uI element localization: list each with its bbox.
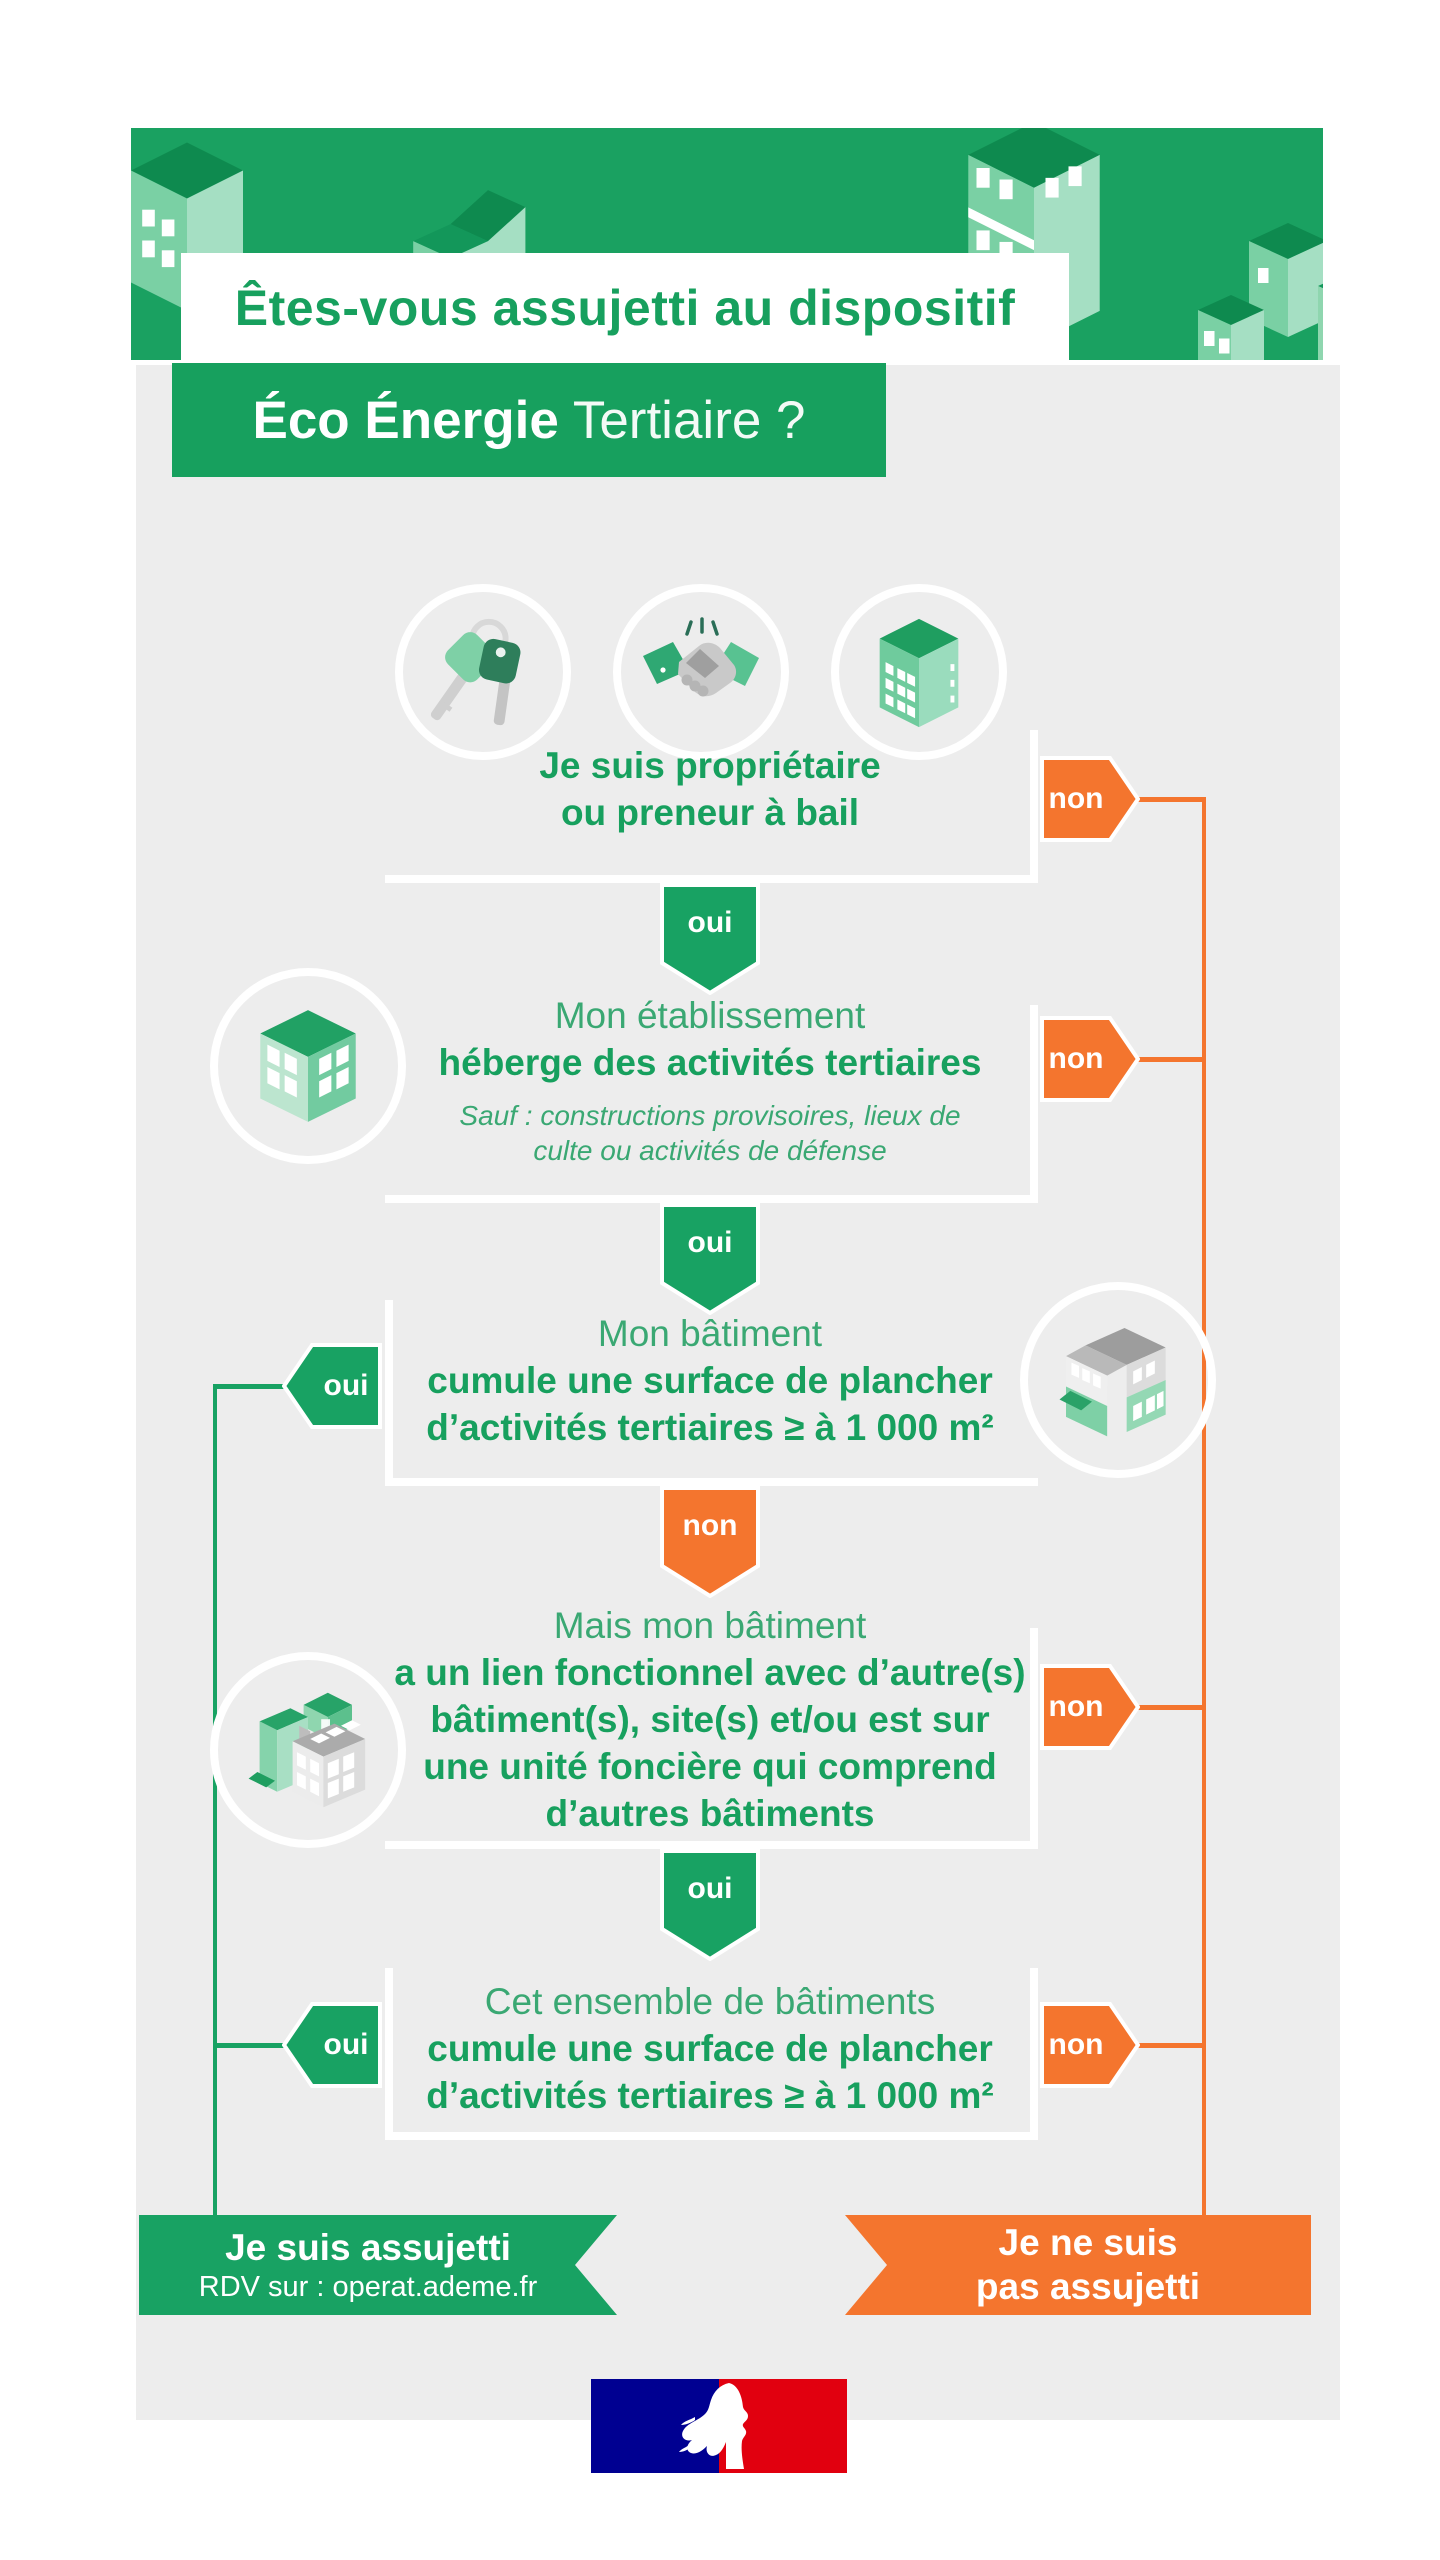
owner-icon-circle [395, 584, 571, 760]
bracket-q5-left [385, 1968, 393, 2140]
building-group-icon-circle [210, 1652, 406, 1848]
yes-badge-label: oui [687, 1226, 733, 1259]
bracket-q4-bottom [385, 1841, 1038, 1849]
no-badge-q5: non [1040, 2002, 1140, 2088]
question-3-statement: cumule une surface de plancher [427, 1360, 993, 1401]
bracket-q4-right [1030, 1628, 1038, 1849]
question-1-line: ou preneur à bail [560, 792, 860, 833]
yes-badge-label: oui [687, 1872, 733, 1905]
question-2-note: Sauf : constructions provisoires, lieux … [459, 1100, 961, 1131]
connector-q5-yes [213, 2043, 285, 2048]
question-4-intro: Mais mon bâtiment [553, 1605, 867, 1646]
question-5: Cet ensemble de bâtiments cumule une sur… [385, 1978, 1035, 2119]
title-question: Êtes-vous assujetti au dispositif [234, 280, 1016, 336]
question-2: Mon établissement héberge des activités … [385, 992, 1035, 1168]
building-illustration [131, 142, 243, 311]
outcome-not-subject-banner: Je ne suis pas assujetti [845, 2215, 1311, 2315]
question-4-statement: une unité foncière qui comprend [423, 1746, 997, 1787]
factory-buildings-icon [248, 1692, 366, 1808]
connector-q5-no [1136, 2043, 1206, 2048]
question-2-statement: héberge des activités tertiaires [438, 1042, 982, 1083]
bracket-q3-left [385, 1300, 393, 1486]
question-3-intro: Mon bâtiment [597, 1313, 823, 1354]
yes-badge-label: oui [687, 906, 733, 939]
bracket-q1-right [1030, 730, 1038, 883]
building-icon-circle [831, 584, 1007, 760]
no-badge-label: non [1048, 782, 1104, 815]
connector-q2-no [1136, 1057, 1206, 1062]
question-4-statement: bâtiment(s), site(s) et/ou est sur [430, 1699, 990, 1740]
brand-suffix: Tertiaire ? [572, 390, 806, 450]
connector-q1-no [1136, 797, 1206, 802]
yes-badge-label: oui [323, 2028, 369, 2061]
no-badge-q3: non [660, 1486, 760, 1598]
question-4-statement: d’autres bâtiments [545, 1793, 875, 1834]
question-1: Je suis propriétaire ou preneur à bail [385, 742, 1035, 836]
brand-banner: Éco Énergie Tertiaire ? [172, 363, 886, 477]
title-banner: Êtes-vous assujetti au dispositif [181, 253, 1069, 363]
question-4-statement: a un lien fonctionnel avec d’autre(s) [394, 1652, 1026, 1693]
yes-badge-label: oui [323, 1369, 369, 1402]
connector-q3-yes [213, 1384, 285, 1389]
no-badge-label: non [682, 1509, 738, 1542]
yes-rail-line [213, 1384, 217, 2215]
outcome-subject-title: Je suis assujetti [225, 2227, 511, 2268]
yes-badge-q4: oui [660, 1849, 760, 1961]
building-illustration [968, 128, 1100, 344]
yes-badge-q1: oui [660, 883, 760, 995]
bracket-q2-bottom [385, 1195, 1038, 1203]
no-badge-label: non [1048, 1690, 1104, 1723]
french-republic-marianne-logo [591, 2379, 847, 2473]
single-building-icon-circle [1020, 1282, 1216, 1478]
bracket-q1-bottom [385, 875, 1038, 883]
outcome-not-subject-line: pas assujetti [975, 2266, 1201, 2307]
corner-building-icon [1059, 1328, 1166, 1437]
cube-building-icon [260, 1010, 356, 1122]
no-badge-q2: non [1040, 1016, 1140, 1102]
outcome-not-subject-line: Je ne suis [998, 2222, 1178, 2263]
outcome-subject-banner: Je suis assujetti RDV sur : operat.ademe… [139, 2215, 617, 2315]
question-5-statement: d’activités tertiaires ≥ à 1 000 m² [426, 2075, 994, 2116]
bracket-q5-right [1030, 1968, 1038, 2140]
question-3: Mon bâtiment cumule une surface de planc… [385, 1310, 1035, 1451]
no-badge-label: non [1048, 2028, 1104, 2061]
brand-name: Éco Énergie [252, 390, 559, 450]
question-3-statement: d’activités tertiaires ≥ à 1 000 m² [426, 1407, 994, 1448]
question-5-statement: cumule une surface de plancher [427, 2028, 993, 2069]
lease-icon-circle [613, 584, 789, 760]
handshake-icon [643, 617, 759, 697]
tower-building-icon [879, 618, 959, 728]
yes-badge-q3: oui [282, 1343, 382, 1429]
building-illustration [1198, 223, 1323, 360]
question-2-intro: Mon établissement [554, 995, 866, 1036]
question-4: Mais mon bâtiment a un lien fonctionnel … [385, 1602, 1035, 1837]
establishment-icon-circle [210, 968, 406, 1164]
outcome-subject-url: RDV sur : operat.ademe.fr [198, 2271, 538, 2303]
connector-q4-no [1136, 1705, 1206, 1710]
bracket-q5-bottom [385, 2132, 1038, 2140]
no-rail-line [1202, 797, 1206, 2215]
bracket-q2-right [1030, 1005, 1038, 1203]
no-badge-label: non [1048, 1042, 1104, 1075]
keys-icon [430, 618, 521, 726]
no-badge-q4: non [1040, 1664, 1140, 1750]
no-badge-q1: non [1040, 756, 1140, 842]
yes-badge-q5: oui [282, 2002, 382, 2088]
question-2-note: culte ou activités de défense [533, 1135, 887, 1166]
bracket-q3-bottom [385, 1478, 1038, 1486]
question-1-line: Je suis propriétaire [539, 745, 881, 786]
question-5-intro: Cet ensemble de bâtiments [484, 1981, 936, 2022]
yes-badge-q2: oui [660, 1203, 760, 1315]
